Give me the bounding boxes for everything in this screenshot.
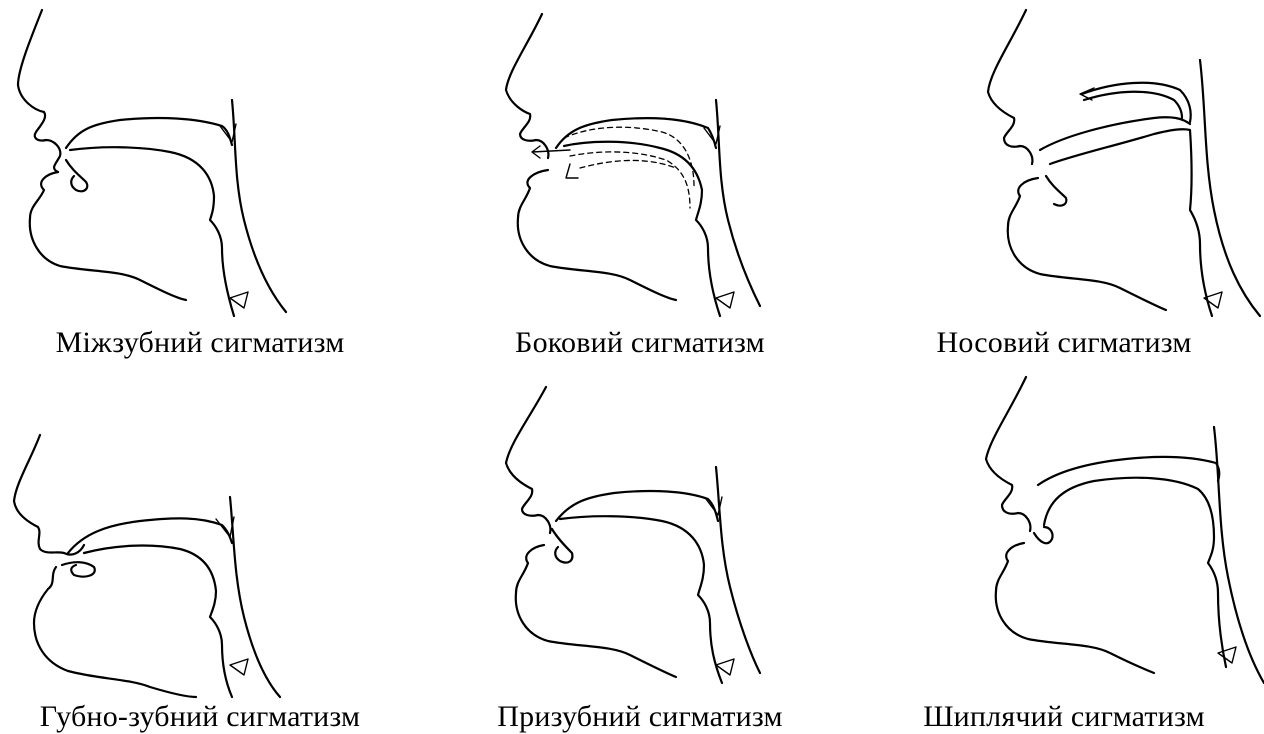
tongue-tip <box>66 160 87 191</box>
exit-arrow <box>532 146 570 158</box>
tongue <box>1044 478 1226 667</box>
tongue <box>70 147 234 316</box>
lateral-diagram <box>440 0 760 330</box>
tongue <box>84 546 232 697</box>
nasal-airflow <box>1082 83 1191 122</box>
chin-profile <box>1008 178 1166 310</box>
figure-nasal: Носовий сигматизм <box>864 0 1264 366</box>
figure-labiodental: Губно-зубний сигматизм <box>0 367 400 733</box>
tongue <box>564 142 720 316</box>
interdental-diagram <box>0 0 300 330</box>
pharynx-wall <box>232 100 286 312</box>
pharynx-wall <box>230 497 280 697</box>
figure-addental: Призубний сигматизм <box>440 367 840 733</box>
palate <box>1038 457 1219 485</box>
figure-interdental: Міжзубний сигматизм <box>0 0 400 366</box>
tongue-tip <box>1034 527 1053 543</box>
lip-loop <box>62 562 95 576</box>
hissing-diagram <box>864 367 1264 697</box>
teeth-mark <box>566 164 578 178</box>
face-profile <box>506 387 550 533</box>
chin-profile <box>516 545 676 677</box>
chin-profile <box>518 170 676 300</box>
nasal-airflow-inner <box>1084 92 1182 118</box>
tongue-tip <box>1046 176 1066 206</box>
caption-addental: Призубний сигматизм <box>440 700 840 734</box>
face-profile <box>988 10 1032 164</box>
pharynx-wall <box>1200 60 1260 316</box>
larynx-mark <box>230 292 248 308</box>
chin-profile <box>996 543 1154 673</box>
palate <box>66 118 232 148</box>
face-profile <box>506 14 548 158</box>
chin-profile <box>30 172 186 300</box>
caption-nasal: Носовий сигматизм <box>864 326 1264 360</box>
chin-profile <box>34 567 196 697</box>
tongue <box>1050 129 1212 316</box>
face-profile <box>14 435 84 555</box>
larynx-mark <box>716 292 734 308</box>
pharynx-wall <box>716 100 760 306</box>
palate <box>68 518 232 553</box>
caption-labiodental: Губно-зубний сигматизм <box>0 700 400 734</box>
tongue <box>560 516 722 683</box>
tongue-tip <box>552 529 572 563</box>
face-profile <box>986 377 1030 531</box>
larynx-mark <box>1218 647 1236 663</box>
nasal-diagram <box>864 0 1264 330</box>
caption-interdental: Міжзубний сигматизм <box>0 326 400 360</box>
lateral-airflow-3 <box>580 160 676 168</box>
figure-lateral: Боковий сигматизм <box>440 0 840 366</box>
lateral-airflow-2 <box>570 152 690 208</box>
larynx-mark <box>230 659 248 675</box>
figure-hissing: Шиплячий сигматизм <box>864 367 1264 733</box>
face-profile <box>18 10 60 172</box>
caption-hissing: Шиплячий сигматизм <box>864 700 1264 734</box>
caption-lateral: Боковий сигматизм <box>440 326 840 360</box>
lateral-airflow-1 <box>564 127 694 186</box>
addental-diagram <box>440 367 760 697</box>
labiodental-diagram <box>0 367 300 697</box>
pharynx-wall <box>716 467 760 673</box>
